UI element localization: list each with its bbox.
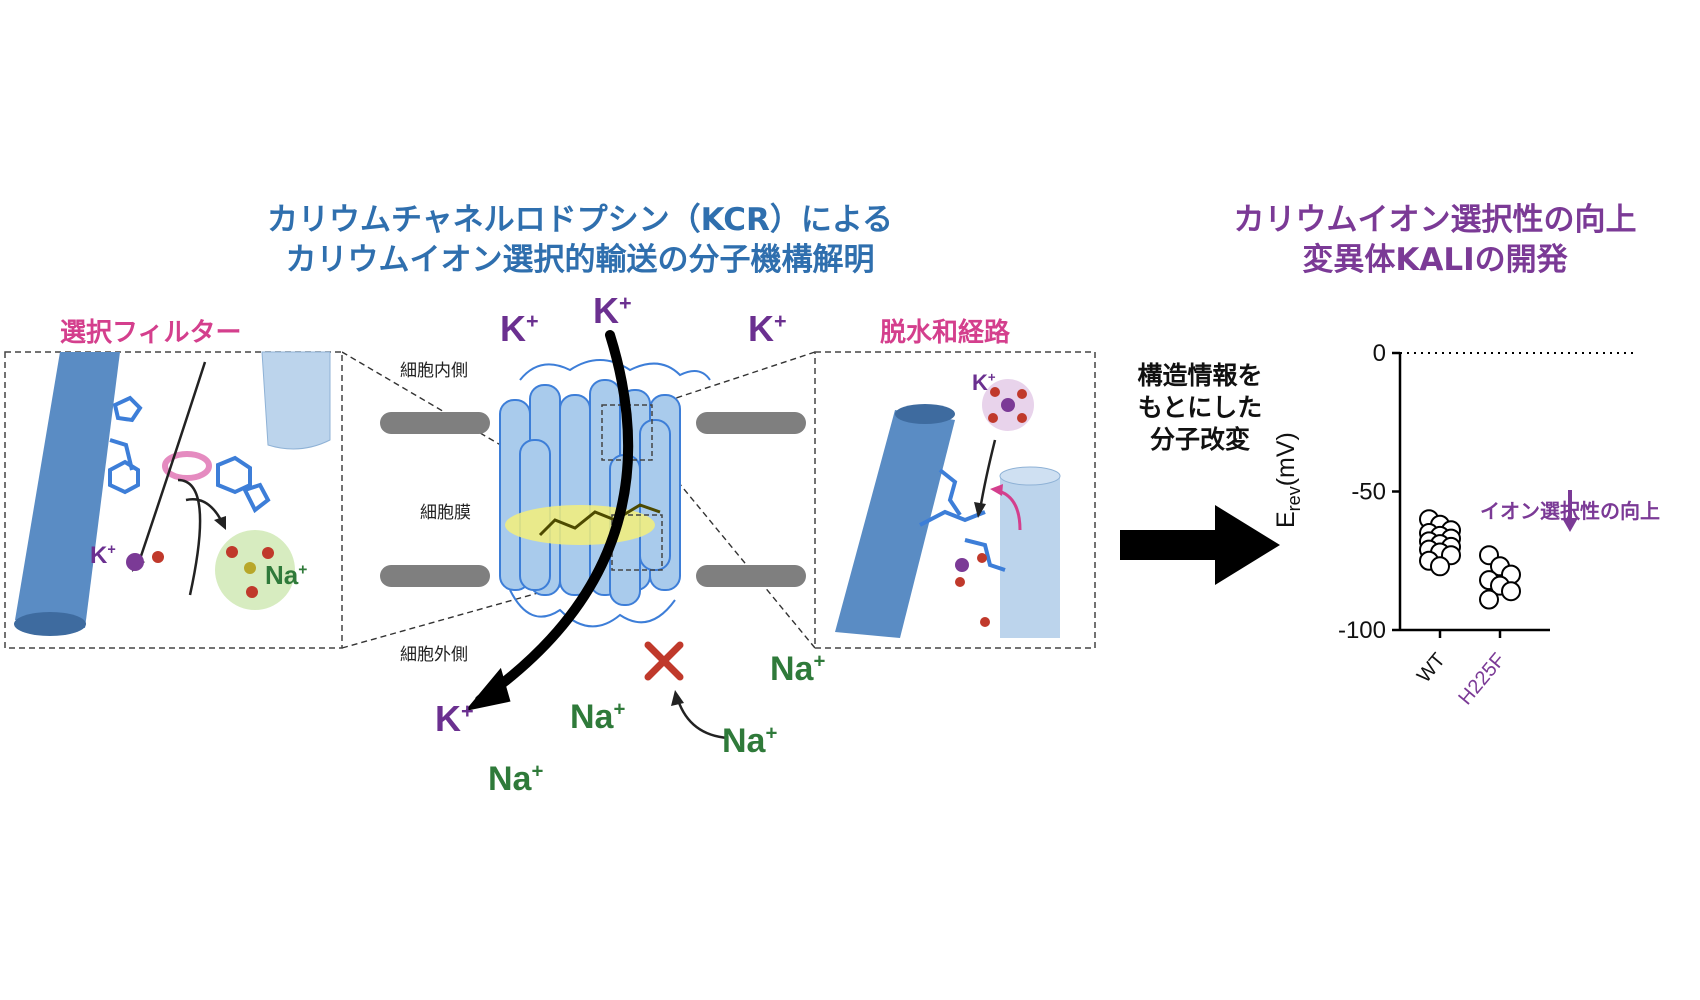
extracellular-label: 細胞外側 <box>400 645 468 665</box>
x-tick-label: WT <box>1413 649 1450 687</box>
membrane-bars <box>380 412 806 587</box>
k-ion-label-out: K+ <box>435 698 474 739</box>
k-ion-label-path: K+ <box>972 369 996 395</box>
modification-line3: 分子改変 <box>1149 425 1250 454</box>
modification-text: 構造情報を もとにした 分子改変 <box>1105 360 1295 456</box>
k-ion-label-filter: K+ <box>90 542 116 569</box>
selectivity-filter-title: 選択フィルター <box>60 318 242 348</box>
y-axis-label: Erev(mV) <box>1272 432 1304 528</box>
main-title-line2: カリウムイオン選択的輸送の分子機構解明 <box>285 242 875 278</box>
k-ion-label-top: K+ <box>593 290 632 331</box>
main-title: カリウムチャネルロドプシン（KCR）による カリウムイオン選択的輸送の分子機構解… <box>190 200 970 280</box>
na-ion-label-2: Na+ <box>488 760 544 798</box>
selectivity-annotation: イオン選択性の向上 <box>1480 499 1660 523</box>
k-ion-label-right: K+ <box>748 308 787 349</box>
modification-line2: もとにした <box>1137 393 1263 422</box>
data-point-h225f <box>1479 589 1499 610</box>
na-ion-label-filter: Na+ <box>265 560 308 590</box>
y-tick-label: -50 <box>1351 479 1386 506</box>
main-title-line1: カリウムチャネルロドプシン（KCR）による <box>266 202 893 238</box>
intracellular-label: 細胞内側 <box>400 361 468 381</box>
kali-title-line2: 変異体KALIの開発 <box>1302 242 1568 278</box>
modification-line1: 構造情報を <box>1137 361 1263 390</box>
kali-title: カリウムイオン選択性の向上 変異体KALIの開発 <box>1200 200 1670 280</box>
selectivity-filter-panel <box>4 351 343 649</box>
dehydration-path-title: 脱水和経路 <box>880 318 1011 348</box>
big-arrow <box>1120 505 1280 585</box>
down-arrow-head <box>1562 518 1578 532</box>
y-tick-label: 0 <box>1373 340 1386 367</box>
na-ion-label-3: Na+ <box>722 722 778 760</box>
data-point-h225f <box>1501 581 1521 602</box>
na-ion-label-1: Na+ <box>570 698 626 736</box>
k-ion-label-left: K+ <box>500 308 539 349</box>
y-tick-label: -100 <box>1338 617 1386 644</box>
na-ion-label-4: Na+ <box>770 650 826 688</box>
data-point-wt <box>1430 556 1450 577</box>
kcr-helices <box>499 359 711 628</box>
membrane-label: 細胞膜 <box>420 503 471 523</box>
dehydration-path-panel <box>814 351 1096 649</box>
kali-title-line1: カリウムイオン選択性の向上 <box>1233 202 1637 238</box>
chart-points <box>1419 509 1521 610</box>
x-tick-label: H225F <box>1454 649 1509 709</box>
